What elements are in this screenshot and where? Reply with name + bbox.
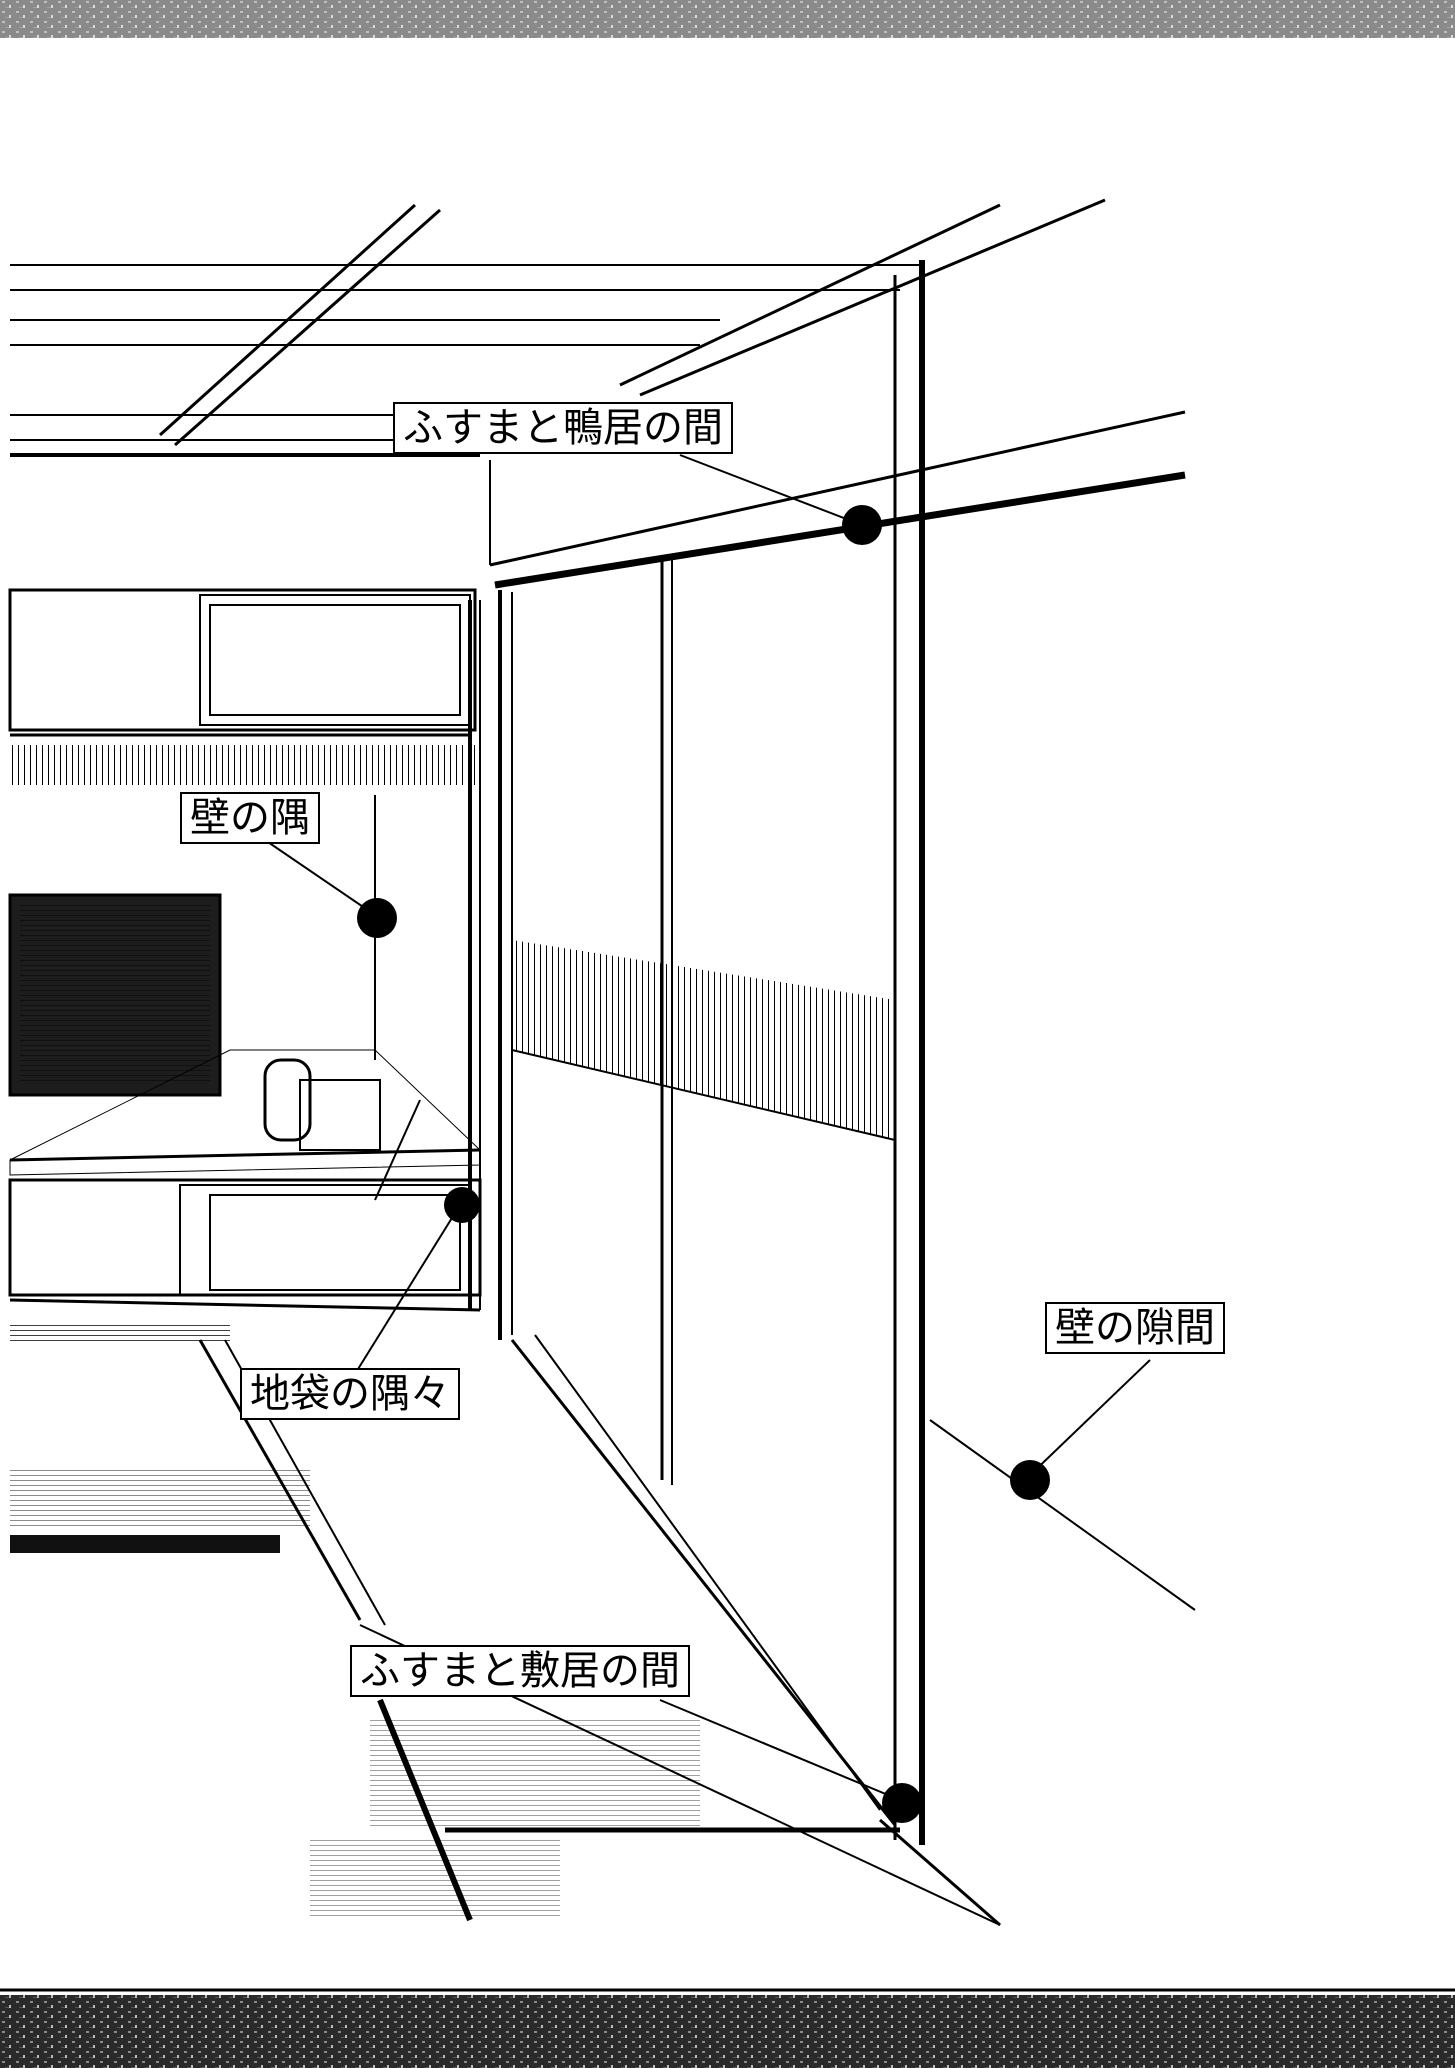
marker-kabe-sumi	[357, 898, 397, 938]
scan-edge-bottom	[0, 1995, 1455, 2068]
fusuma-panels	[498, 558, 897, 1826]
kamoi-lintel	[489, 410, 1186, 589]
pillar	[893, 260, 925, 1845]
marker-fusuma-kamoi	[842, 505, 882, 545]
scan-edge-top	[0, 0, 1455, 38]
callout-label-fusuma-kamoi: ふすまと鴨居の間	[393, 402, 733, 454]
callout-label-jibukuro-sumizumi: 地袋の隅々	[240, 1368, 460, 1420]
callout-markers	[357, 505, 1050, 1823]
marker-jibukuro-sumizumi	[444, 1187, 480, 1223]
wall-alcove	[8, 588, 482, 1345]
ceiling	[10, 198, 1106, 565]
callout-label-kabe-sukima: 壁の隙間	[1045, 1302, 1225, 1354]
floor-tatami	[10, 1339, 1001, 1927]
callout-label-kabe-sumi: 壁の隅	[180, 792, 320, 844]
marker-kabe-sukima	[1010, 1460, 1050, 1500]
leader-lines	[264, 454, 1196, 1801]
callout-label-fusuma-shikii: ふすまと敷居の間	[350, 1645, 690, 1697]
marker-fusuma-shikii	[882, 1783, 922, 1823]
